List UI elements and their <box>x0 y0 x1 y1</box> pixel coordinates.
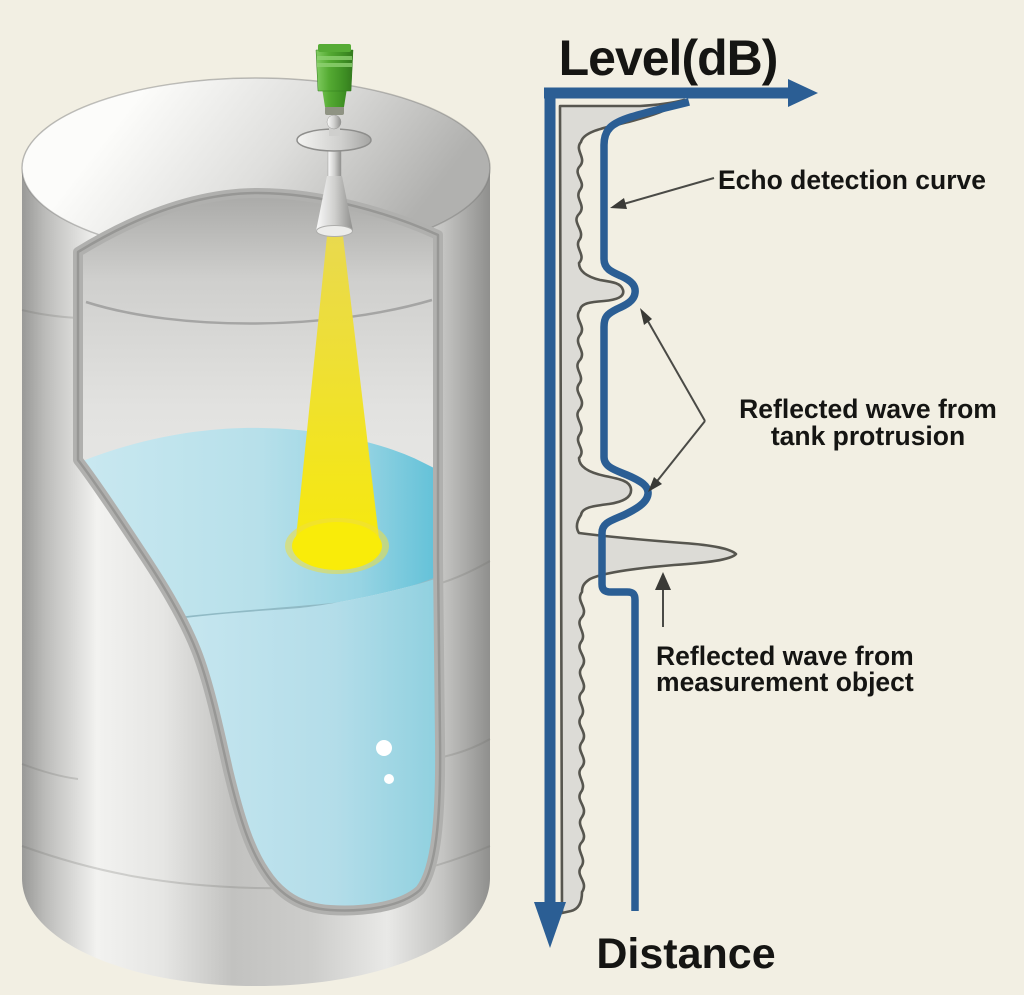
sensor-collar <box>325 106 344 115</box>
echo-detection-curve <box>598 98 690 911</box>
inner-wall-seam <box>85 298 433 325</box>
level-axis <box>544 79 818 107</box>
sensor-rib <box>317 56 352 60</box>
cutaway-rim-inner-line <box>76 191 442 912</box>
sensor-neck <box>322 88 347 107</box>
sensor-stem <box>329 124 340 136</box>
beam-spot <box>292 522 382 570</box>
level-axis-label: Level(dB) <box>559 30 778 86</box>
echo-curve-label: Echo detection curve <box>718 165 986 195</box>
distance-axis <box>534 88 566 948</box>
object-label-line1: Reflected wave from <box>656 641 914 671</box>
annotation-arrow-protrusion-lower <box>648 420 706 492</box>
sensor-rib <box>317 63 352 67</box>
object-label-line2: measurement object <box>656 667 914 697</box>
echo-chart: Level(dB) Distance Echo detection curve … <box>534 30 997 978</box>
annotation-arrow-protrusion-upper <box>640 308 706 422</box>
distance-axis-label: Distance <box>596 930 775 978</box>
echo-signal-region <box>558 98 738 915</box>
radar-beam-cone <box>296 236 379 538</box>
level-axis-arrowhead <box>788 79 818 107</box>
bubble <box>384 774 394 784</box>
level-sensor <box>296 44 372 237</box>
distance-axis-arrowhead <box>534 902 566 948</box>
sensor-cap <box>318 44 351 52</box>
protrusion-label-line2: tank protrusion <box>771 421 965 451</box>
horn-mouth <box>316 225 353 237</box>
tank-illustration <box>21 44 491 986</box>
horn-antenna <box>316 176 353 231</box>
annotation-arrow-echo <box>610 177 715 209</box>
annotation-arrow-object <box>655 572 671 627</box>
protrusion-label-line1: Reflected wave from <box>739 394 997 424</box>
bubble <box>376 740 392 756</box>
annotation-arrows <box>610 177 715 627</box>
sensor-ball-joint <box>326 114 342 130</box>
